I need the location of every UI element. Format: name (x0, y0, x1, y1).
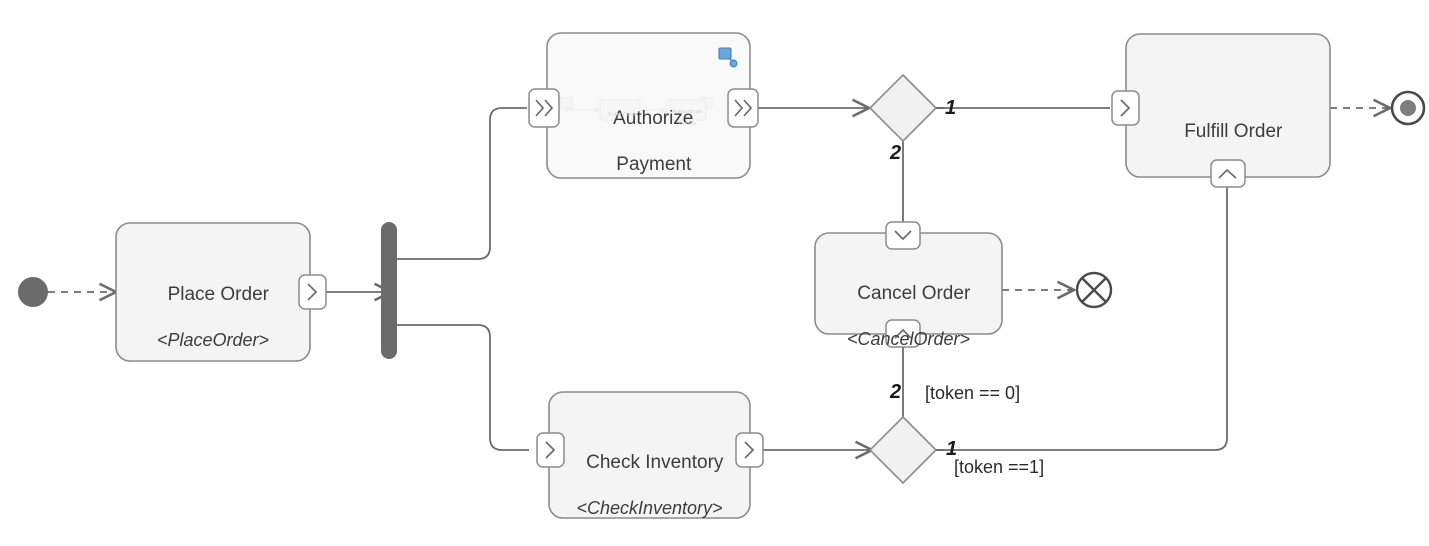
decision-diamond-top[interactable] (868, 73, 938, 143)
edge-decision-bottom-to-fulfill (935, 186, 1228, 451)
edge-fork-to-authorize (397, 107, 527, 260)
final-node[interactable] (1390, 90, 1426, 126)
node-fulfill-order[interactable] (1125, 33, 1331, 178)
label-bottom-branch-1: 1 (946, 438, 958, 460)
label-top-branch-1: 1 (945, 97, 957, 119)
decision-diamond-bottom[interactable] (868, 415, 938, 485)
watermark-step2-label: Authenticate Details (672, 109, 703, 127)
node-place-order[interactable] (115, 222, 311, 362)
edge-fork-to-check-inventory (397, 324, 529, 451)
guard-token-zero: [token == 0] (925, 383, 1021, 403)
watermark-step1-label: Enter Card (608, 112, 635, 118)
port-fulfill-order-bottom[interactable] (1210, 159, 1246, 188)
guard-token-one: [token ==1] (954, 457, 1045, 477)
port-cancel-order-out[interactable] (885, 319, 921, 348)
flow-final-node[interactable] (1075, 271, 1113, 309)
port-check-inventory-in[interactable] (536, 432, 565, 468)
label-bottom-branch-2: 2 (890, 381, 902, 403)
port-fulfill-order-in[interactable] (1111, 90, 1140, 126)
node-check-inventory[interactable] (548, 391, 751, 519)
initial-node[interactable] (18, 277, 48, 307)
port-cancel-order-in[interactable] (885, 221, 921, 250)
port-place-order-out[interactable] (298, 274, 327, 310)
port-authorize-out[interactable] (727, 88, 759, 128)
fork-bar[interactable] (381, 222, 397, 359)
label-top-branch-2: 2 (890, 142, 902, 164)
port-authorize-in[interactable] (528, 88, 560, 128)
port-check-inventory-out[interactable] (735, 432, 764, 468)
subprocess-indicator-icon (718, 47, 738, 68)
